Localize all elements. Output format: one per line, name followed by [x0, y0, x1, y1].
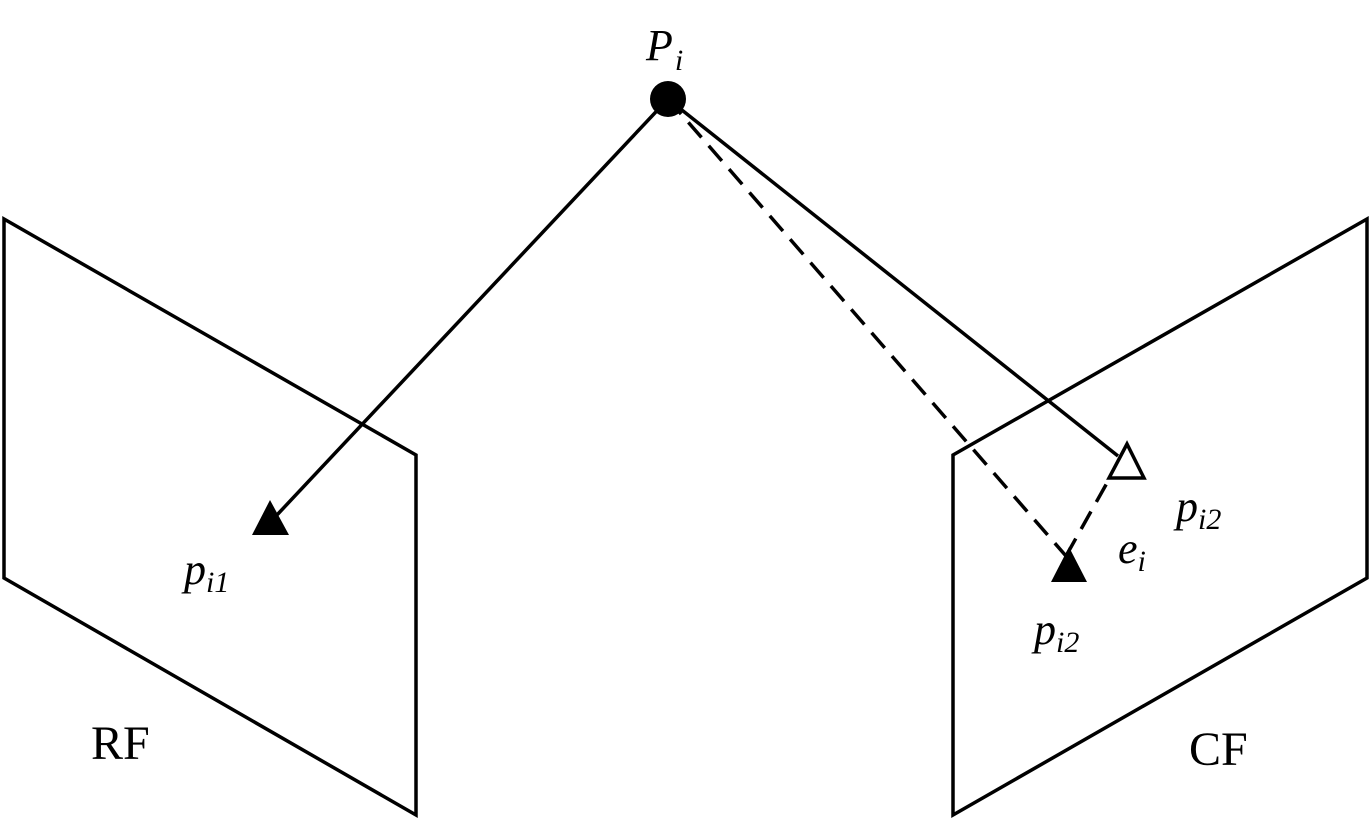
right-measured-label: pi2	[1031, 605, 1079, 659]
right-measured-marker	[1051, 547, 1087, 582]
right-reprojected-label-sub: i2	[1198, 503, 1221, 536]
right-image-plane	[951, 215, 1369, 819]
ray-to-right-reprojection	[666, 97, 1120, 458]
point-label-base: P	[645, 21, 673, 70]
right-reprojected-label-base: p	[1173, 482, 1198, 531]
right-measured-label-sub: i2	[1056, 626, 1079, 659]
right-measured-label-base: p	[1031, 605, 1056, 654]
dashed-ray-to-right-measurement	[666, 97, 1068, 558]
right-reprojected-marker	[1106, 440, 1147, 480]
right-reprojected-label: pi2	[1173, 482, 1221, 536]
ray-to-left-projection	[274, 97, 670, 518]
error-label-base: e	[1118, 524, 1138, 573]
error-label: ei	[1118, 524, 1146, 578]
left-projection-label: pi1	[181, 545, 229, 599]
point-label-sub: i	[675, 44, 683, 77]
left-image-plane	[2, 215, 418, 819]
left-projection-marker	[252, 500, 289, 535]
reprojection-error-line	[1064, 473, 1114, 557]
left-projection-label-sub: i1	[206, 566, 229, 599]
frame-right-label: CF	[1189, 723, 1248, 776]
error-label-sub: i	[1138, 545, 1146, 578]
left-projection-label-base: p	[181, 545, 206, 594]
frame-left-label: RF	[91, 717, 150, 770]
point-marker	[650, 81, 686, 117]
point-label: Pi	[645, 21, 683, 77]
